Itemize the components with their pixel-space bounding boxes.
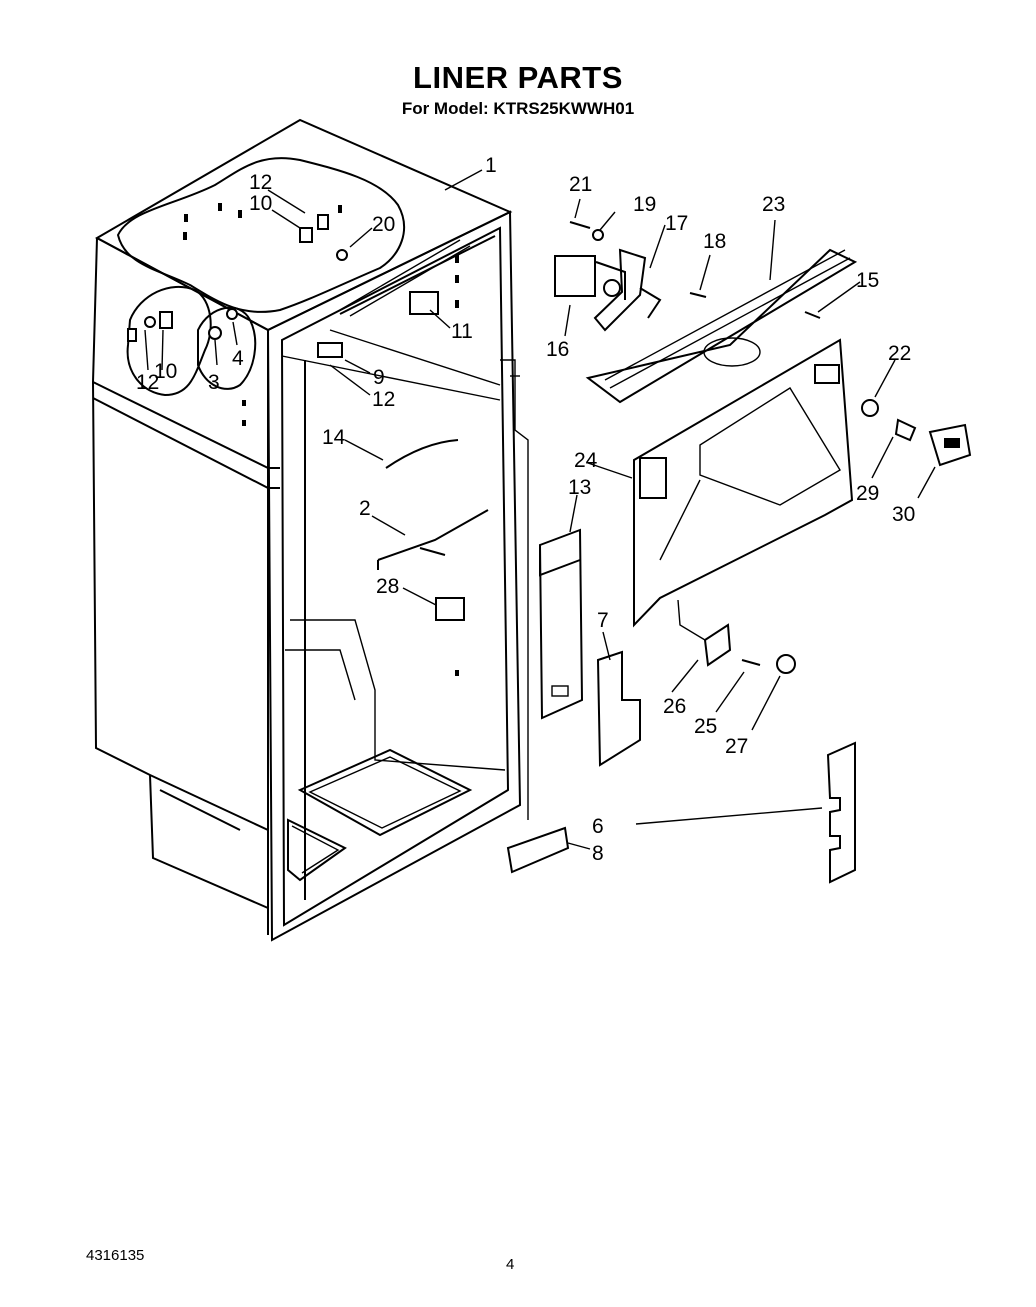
part-14-shape <box>385 439 459 469</box>
screw-15-shape <box>804 311 821 319</box>
leader-lines <box>144 169 936 850</box>
callout-24: 24 <box>574 449 598 472</box>
fan-motor-assembly <box>554 248 662 332</box>
callout-10: 10 <box>249 192 272 215</box>
document-number: 4316135 <box>86 1247 145 1264</box>
callout-3: 3 <box>208 371 220 394</box>
callout-19: 19 <box>633 193 656 216</box>
callout-2: 2 <box>359 497 371 520</box>
callout-18: 18 <box>703 230 726 253</box>
part-27-shape <box>776 654 796 674</box>
callout-12: 12 <box>136 371 159 394</box>
part-2-shape <box>377 509 489 570</box>
cabinet-liner <box>91 118 529 942</box>
callout-27: 27 <box>725 735 748 758</box>
callout-12: 12 <box>249 171 272 194</box>
callout-14: 14 <box>322 426 346 449</box>
callout-15: 15 <box>856 269 879 292</box>
callout-13: 13 <box>568 476 591 499</box>
page-number: 4 <box>506 1256 515 1273</box>
callout-6: 6 <box>592 815 604 838</box>
callout-10: 10 <box>154 360 177 383</box>
part-29-shape <box>894 418 917 442</box>
part-13-shape <box>538 528 584 720</box>
callout-12: 12 <box>372 388 395 411</box>
callout-29: 29 <box>856 482 879 505</box>
callout-17: 17 <box>665 212 688 235</box>
screw-18-shape <box>689 292 707 298</box>
evaporator-cover <box>633 338 854 628</box>
part-6-shape <box>826 741 856 884</box>
callout-4: 4 <box>232 347 244 370</box>
part-7-shape <box>596 650 641 767</box>
part-23-shape <box>585 248 858 404</box>
callout-21: 21 <box>569 173 592 196</box>
fastener-parts <box>127 214 439 358</box>
model-subtitle: For Model: KTRS25KWWH01 <box>401 99 635 118</box>
callout-11: 11 <box>451 320 473 343</box>
callout-30: 30 <box>892 503 915 526</box>
callout-labels: 1 12 10 20 12 10 3 4 11 9 12 14 2 28 21 … <box>136 154 915 865</box>
page-title: LINER PARTS <box>413 60 623 95</box>
callout-20: 20 <box>372 213 395 236</box>
part-28-shape <box>435 597 465 621</box>
callout-16: 16 <box>546 338 569 361</box>
callout-26: 26 <box>663 695 686 718</box>
callout-7: 7 <box>597 609 609 632</box>
callout-22: 22 <box>888 342 911 365</box>
callout-8: 8 <box>592 842 604 865</box>
part-22-shape <box>861 399 879 417</box>
part-26-shape <box>703 623 732 667</box>
callout-9: 9 <box>373 366 385 389</box>
part-8-shape <box>506 826 570 874</box>
callout-1: 1 <box>485 154 497 177</box>
callout-28: 28 <box>376 575 399 598</box>
callout-25: 25 <box>694 715 717 738</box>
part-25-shape <box>741 659 761 666</box>
callout-23: 23 <box>762 193 785 216</box>
screw-21-19-shapes <box>569 221 605 241</box>
